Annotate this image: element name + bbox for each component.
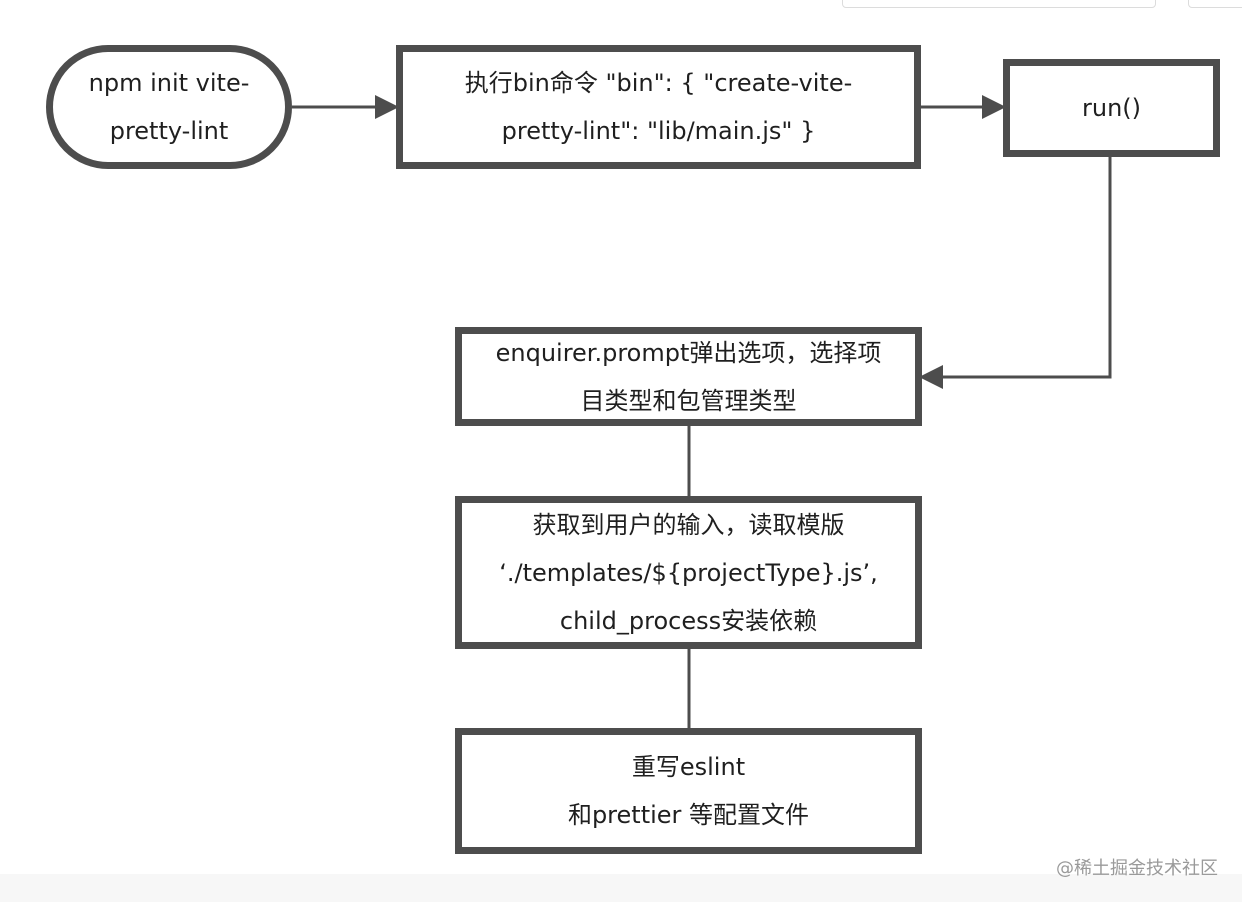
node-exec-bin-line-1: 执行bin命令 "bin": { "create-vite- (464, 69, 853, 97)
node-rewrite-config: 重写eslint 和prettier 等配置文件 (455, 728, 922, 854)
node-enquirer-prompt: enquirer.prompt弹出选项，选择项 目类型和包管理类型 (455, 327, 922, 426)
node-run-line-1: run() (1081, 94, 1141, 122)
top-tab-left (842, 0, 1156, 8)
node-npm-init-line-1: npm init vite- (88, 69, 250, 97)
node-enquirer-prompt-line-1: enquirer.prompt弹出选项，选择项 (495, 338, 882, 367)
node-run: run() (1003, 59, 1220, 157)
node-npm-init-line-2: pretty-lint (109, 117, 229, 145)
node-exec-bin-line-2: pretty-lint": "lib/main.js" } (501, 117, 816, 145)
node-npm-init: npm init vite- pretty-lint (46, 45, 292, 169)
node-enquirer-prompt-line-2: 目类型和包管理类型 (580, 386, 797, 415)
edge-run-to-prompt (919, 157, 1112, 389)
node-rewrite-config-line-2: 和prettier 等配置文件 (567, 801, 810, 829)
node-read-templates-line-2: ‘./templates/${projectType}.js’, (499, 558, 878, 587)
bottom-band (0, 874, 1242, 902)
node-read-templates-line-1: 获取到用户的输入，读取模版 (532, 510, 845, 539)
node-exec-bin: 执行bin命令 "bin": { "create-vite- pretty-li… (396, 45, 921, 169)
node-read-templates-line-3: child_process安装依赖 (559, 606, 818, 635)
node-rewrite-config-line-1: 重写eslint (631, 753, 746, 781)
watermark: @稀土掘金技术社区 (1056, 858, 1218, 879)
top-tab-right (1188, 0, 1242, 8)
node-read-templates: 获取到用户的输入，读取模版 ‘./templates/${projectType… (455, 496, 922, 649)
